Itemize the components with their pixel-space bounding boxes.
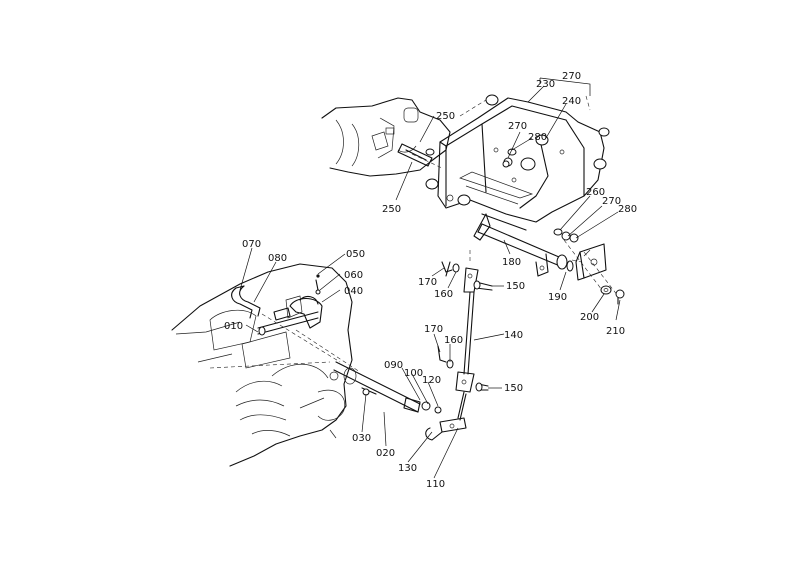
bolt-030 [361, 387, 377, 396]
label-070: 070 [242, 239, 261, 250]
label-180: 180 [502, 257, 521, 268]
label-210: 210 [606, 326, 625, 337]
fasteners-right [502, 160, 579, 243]
leader-lines [239, 85, 621, 479]
label-010: 010 [224, 321, 243, 332]
part-labels: 070 080 050 060 040 010 250 250 230 270 … [224, 71, 637, 490]
shaft-arm [473, 213, 574, 277]
lever-110 [425, 391, 467, 441]
rod-140 [445, 261, 479, 393]
label-280-right: 280 [618, 204, 637, 215]
label-150-lower: 150 [504, 383, 523, 394]
split-pins [437, 261, 454, 369]
label-190: 190 [548, 292, 567, 303]
label-050: 050 [346, 249, 365, 260]
bracket-plate [425, 94, 610, 223]
label-170-lower: 170 [424, 324, 443, 335]
label-270-mid: 270 [508, 121, 527, 132]
label-090: 090 [384, 360, 403, 371]
label-250-lower: 250 [382, 204, 401, 215]
label-020: 020 [376, 448, 395, 459]
label-080: 080 [268, 253, 287, 264]
label-280-mid: 280 [528, 132, 547, 143]
label-040: 040 [344, 286, 363, 297]
label-160-lower: 160 [444, 335, 463, 346]
label-160-upper: 160 [434, 289, 453, 300]
label-150-upper: 150 [506, 281, 525, 292]
label-250-upper: 250 [436, 111, 455, 122]
label-230: 230 [536, 79, 555, 90]
alignment-lines [411, 99, 619, 297]
label-110: 110 [426, 479, 445, 490]
label-270-right: 270 [602, 196, 621, 207]
label-130: 130 [398, 463, 417, 474]
washer-bolt [600, 285, 625, 305]
label-170-upper: 170 [418, 277, 437, 288]
transmission-housing [171, 263, 361, 467]
bracket-small [575, 243, 607, 281]
label-120: 120 [422, 375, 441, 386]
label-060: 060 [344, 270, 363, 281]
label-200: 200 [580, 312, 599, 323]
upper-casting [321, 97, 451, 177]
shift-forks [231, 274, 323, 336]
bracket-270-dash [585, 95, 591, 111]
label-240: 240 [562, 96, 581, 107]
label-270-top: 270 [562, 71, 581, 82]
bracket-250 [385, 127, 435, 167]
label-100: 100 [404, 368, 423, 379]
pins-150 [473, 280, 493, 392]
label-030: 030 [352, 433, 371, 444]
label-260: 260 [586, 187, 605, 198]
bracket-270-line [539, 77, 591, 96]
label-140: 140 [504, 330, 523, 341]
